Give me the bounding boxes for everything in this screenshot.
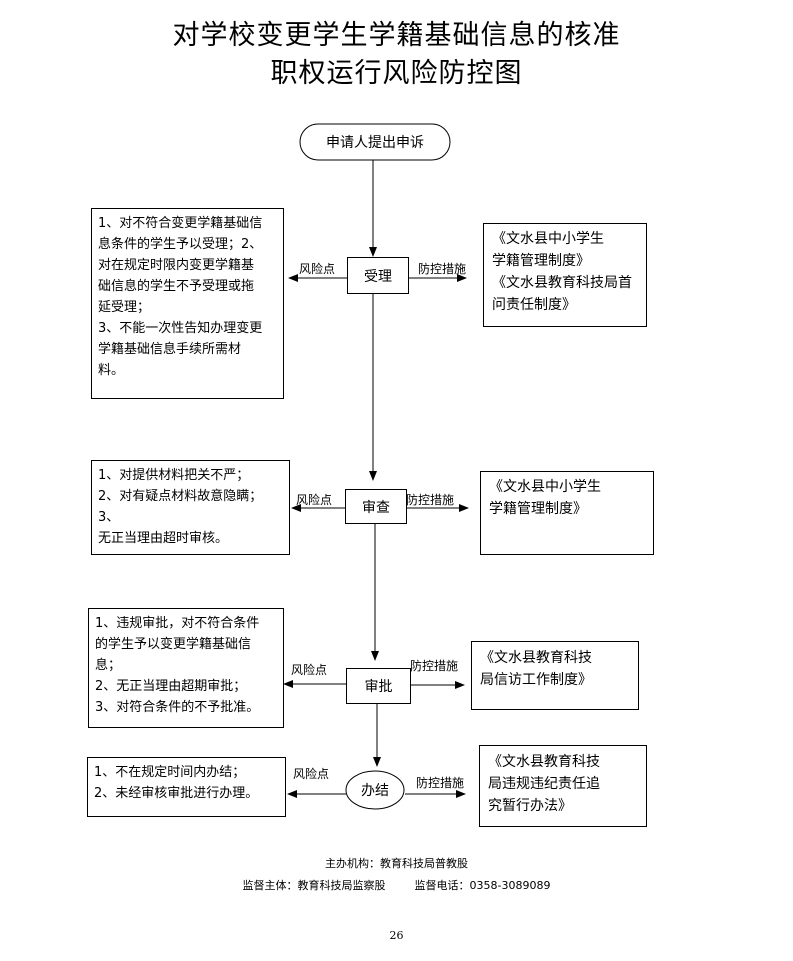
risk-line: 学籍基础信息手续所需材 — [98, 342, 242, 357]
control-line: 《文水县教育科技局首 — [492, 275, 632, 291]
control-box-close: 《文水县教育科技 局违规违纪责任追 究暂行办法》 — [479, 745, 647, 827]
risk-line: 2、对有疑点材料故意隐瞒；3、 — [98, 489, 263, 525]
risk-line: 料。 — [98, 363, 125, 378]
diagram-title-line2: 职权运行风险防控图 — [270, 58, 523, 89]
risk-line: 3、不能一次性告知办理变更 — [98, 321, 263, 336]
step-node-accept: 受理 — [347, 257, 409, 294]
control-line: 学籍管理制度》 — [492, 253, 590, 269]
page-number: 26 — [389, 929, 404, 942]
risk-line: 息； — [95, 658, 122, 673]
control-label-review: 防控措施 — [406, 493, 455, 507]
control-line: 《文水县中小学生 — [489, 479, 601, 495]
risk-line: 2、未经审核审批进行办理。 — [94, 786, 259, 801]
close-node-shape — [345, 770, 405, 810]
start-node: 申请人提出申诉 — [326, 135, 424, 151]
risk-label-approve: 风险点 — [291, 663, 328, 677]
control-label-accept: 防控措施 — [418, 262, 467, 276]
step-node-approve: 审批 — [346, 668, 411, 704]
control-line: 问责任制度》 — [492, 297, 576, 313]
footer-phone: 监督电话：0358-3089089 — [414, 879, 551, 892]
risk-box-review: 1、对提供材料把关不严； 2、对有疑点材料故意隐瞒；3、 无正当理由超时审核。 — [91, 460, 290, 555]
control-label-approve: 防控措施 — [410, 659, 459, 673]
risk-label-close: 风险点 — [293, 767, 330, 781]
risk-box-accept: 1、对不符合变更学籍基础信 息条件的学生予以受理；2、 对在规定时限内变更学籍基… — [91, 208, 284, 399]
control-line: 学籍管理制度》 — [489, 501, 587, 517]
control-label-close: 防控措施 — [416, 776, 465, 790]
risk-line: 3、对符合条件的不予批准。 — [95, 700, 260, 715]
risk-label-review: 风险点 — [296, 493, 333, 507]
control-box-accept: 《文水县中小学生 学籍管理制度》 《文水县教育科技局首 问责任制度》 — [483, 223, 647, 327]
risk-line: 1、不在规定时间内办结； — [94, 765, 246, 780]
risk-line: 延受理； — [98, 300, 151, 315]
risk-line: 对在规定时限内变更学籍基 — [98, 258, 255, 273]
risk-label-accept: 风险点 — [299, 262, 336, 276]
footer-organizer: 主办机构：教育科技局普教股 — [325, 857, 468, 870]
risk-line: 息条件的学生予以受理；2、 — [98, 237, 263, 252]
risk-line: 1、违规审批，对不符合条件 — [95, 616, 260, 631]
step-node-close: 办结 — [361, 783, 389, 799]
control-line: 局信访工作制度》 — [480, 672, 592, 688]
step-node-review: 审查 — [345, 489, 407, 524]
risk-line: 础信息的学生不予受理或拖 — [98, 279, 255, 294]
risk-line: 2、无正当理由超期审批； — [95, 679, 247, 694]
control-line: 《文水县中小学生 — [492, 231, 604, 247]
footer-supervisor: 监督主体：教育科技局监察股 — [242, 879, 386, 892]
risk-box-approve: 1、违规审批，对不符合条件 的学生予以变更学籍基础信 息； 2、无正当理由超期审… — [88, 608, 284, 728]
risk-box-close: 1、不在规定时间内办结； 2、未经审核审批进行办理。 — [87, 757, 286, 817]
start-node-shape — [299, 123, 451, 161]
risk-line: 的学生予以变更学籍基础信 — [95, 637, 252, 652]
control-line: 究暂行办法》 — [488, 798, 572, 814]
risk-line: 无正当理由超时审核。 — [98, 531, 229, 546]
control-box-review: 《文水县中小学生 学籍管理制度》 — [480, 471, 654, 555]
risk-line: 1、对提供材料把关不严； — [98, 468, 250, 483]
control-line: 局违规违纪责任追 — [488, 776, 600, 792]
control-line: 《文水县教育科技 — [488, 754, 600, 770]
diagram-title-line1: 对学校变更学生学籍基础信息的核准 — [172, 20, 621, 51]
risk-line: 1、对不符合变更学籍基础信 — [98, 216, 263, 231]
control-box-approve: 《文水县教育科技 局信访工作制度》 — [471, 641, 639, 710]
footer-supervision: 监督主体：教育科技局监察股 监督电话：0358-3089089 — [0, 877, 793, 893]
control-line: 《文水县教育科技 — [480, 650, 592, 666]
